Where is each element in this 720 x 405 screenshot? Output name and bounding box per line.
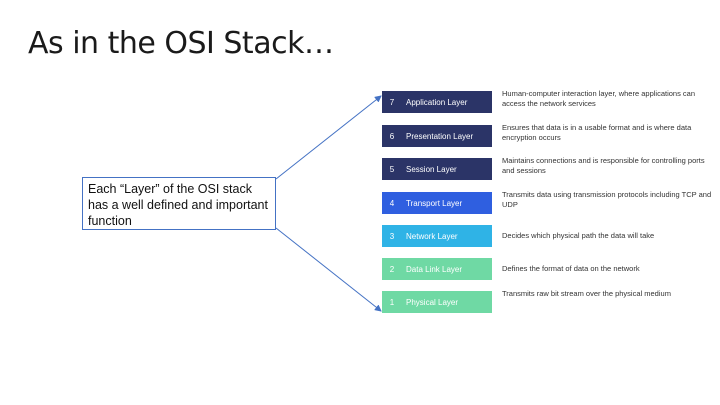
arrow-to-application-layer [275,95,382,180]
layer-description: Ensures that data is in a usable format … [502,123,692,142]
layer-name: Session Layer [406,164,457,174]
callout-box: Each “Layer” of the OSI stack has a well… [82,177,276,230]
layer-name: Physical Layer [406,297,459,307]
layer-box: 7 Application Layer [382,91,492,113]
layer-7: 7 Application Layer Human-computer inter… [382,89,712,113]
layer-box: 2 Data Link Layer [382,258,492,280]
layer-description: Defines the format of data on the networ… [502,264,640,273]
layer-description: Human-computer interaction layer, where … [502,89,696,108]
layer-1: 1 Physical Layer Transmits raw bit strea… [382,289,712,313]
slide-title: As in the OSI Stack… [28,26,334,61]
layer-4: 4 Transport Layer Transmits data using t… [382,190,712,214]
layer-number: 1 [389,297,395,307]
arrow-to-physical-layer [275,227,382,312]
layer-name: Network Layer [406,231,458,241]
layer-description: Maintains connections and is responsible… [502,156,705,175]
layer-name: Presentation Layer [406,131,474,141]
layer-name: Transport Layer [406,198,463,208]
layer-6: 6 Presentation Layer Ensures that data i… [382,123,712,147]
layer-description: Transmits data using transmission protoc… [502,190,712,209]
layer-number: 5 [389,164,395,174]
layer-box: 5 Session Layer [382,158,492,180]
layer-number: 6 [389,131,395,141]
layer-box: 3 Network Layer [382,225,492,247]
layer-box: 1 Physical Layer [382,291,492,313]
layer-number: 7 [389,97,395,107]
layer-box: 4 Transport Layer [382,192,492,214]
layer-box: 6 Presentation Layer [382,125,492,147]
layer-number: 4 [389,198,395,208]
layer-2: 2 Data Link Layer Defines the format of … [382,258,712,280]
layer-number: 2 [389,264,395,274]
layer-5: 5 Session Layer Maintains connections an… [382,156,712,180]
layer-description: Transmits raw bit stream over the physic… [502,289,671,298]
layer-name: Application Layer [406,97,468,107]
layer-number: 3 [389,231,395,241]
layer-name: Data Link Layer [406,264,463,274]
layer-description: Decides which physical path the data wil… [502,231,655,240]
layer-3: 3 Network Layer Decides which physical p… [382,225,712,247]
